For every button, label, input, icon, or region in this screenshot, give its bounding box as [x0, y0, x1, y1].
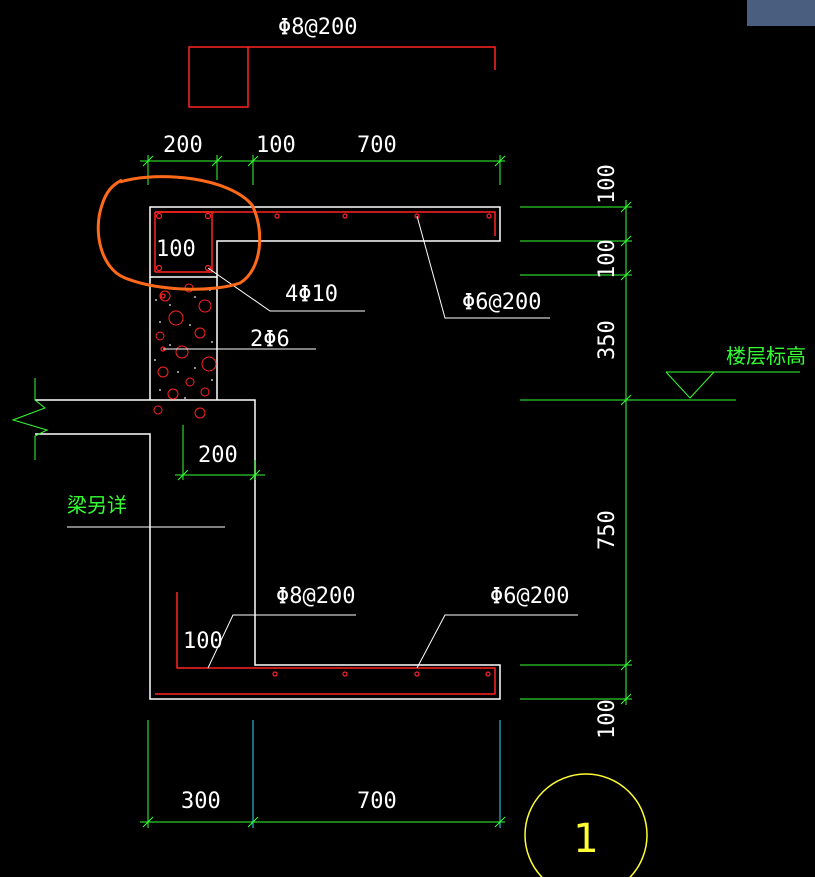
note-floor-level: 楼层标高 — [726, 344, 806, 368]
rebar-lines — [154, 46, 496, 695]
dim-bottom-lip: 100 — [183, 629, 223, 654]
label-top-hook: Φ8@200 — [278, 15, 357, 40]
label-bottom-main: Φ8@200 — [276, 584, 355, 609]
note-beam: 梁另详 — [67, 493, 127, 517]
label-bottom-dist: Φ6@200 — [490, 584, 569, 609]
dim-v-350: 350 — [595, 320, 620, 360]
dimension-lines — [11, 155, 800, 828]
label-upright-bars: 4Φ10 — [285, 282, 338, 307]
vertical-dims: 100 100 350 750 100 — [595, 164, 620, 739]
dim-beam-width: 200 — [198, 443, 238, 468]
masonry-dots — [154, 289, 213, 399]
dim-v-750: 750 — [595, 510, 620, 550]
rebar-dots — [155, 212, 492, 677]
dim-v-100c: 100 — [595, 699, 620, 739]
dim-v-100b: 100 — [595, 239, 620, 279]
section-mark-circle — [524, 773, 648, 877]
dim-top-200: 200 — [163, 133, 203, 158]
dim-bottom-300: 300 — [181, 789, 221, 814]
dim-v-100a: 100 — [595, 164, 620, 204]
label-top-slab-bars: Φ6@200 — [462, 290, 541, 315]
corner-swatch — [747, 0, 815, 26]
dim-top-100: 100 — [256, 133, 296, 158]
masonry-hatch — [153, 283, 217, 419]
leader-lines — [67, 215, 578, 669]
section-mark-number: 1 — [573, 816, 598, 862]
dim-upright-size: 100 — [156, 237, 196, 262]
section-outline — [35, 206, 501, 700]
highlight-circle — [96, 175, 262, 291]
label-wall-bars: 2Φ6 — [250, 327, 290, 352]
dim-top-700: 700 — [357, 133, 397, 158]
dim-bottom-700: 700 — [357, 789, 397, 814]
